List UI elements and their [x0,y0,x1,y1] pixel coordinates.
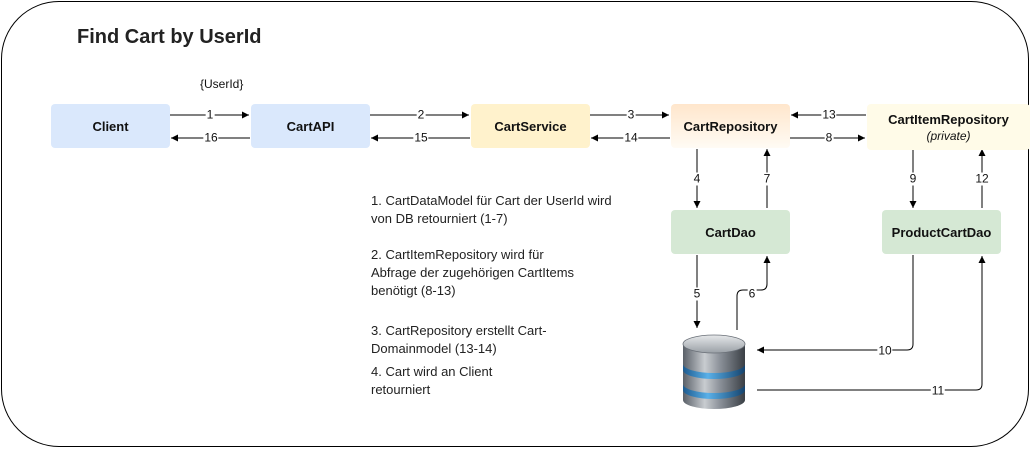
note-3: 3. CartRepository erstellt Cart-Domainmo… [371,323,547,356]
edge-label-6: 6 [747,286,757,301]
note-2: 2. CartItemRepository wird für Abfrage d… [371,247,575,298]
userid-param-label: {UserId} [200,77,244,91]
database-icon [682,334,746,409]
edge-label-5: 5 [692,286,702,301]
product-cart-dao-node: ProductCartDao [882,210,1001,254]
edge-label-11: 11 [930,383,946,398]
cart-dao-node: CartDao [671,210,790,254]
cart-item-repository-sub: (private) [926,128,971,143]
note-1: 1. CartDataModel für Cart der UserId wir… [371,193,612,226]
edge-label-2: 2 [416,107,426,122]
cart-item-repository-label: CartItemRepository [888,111,1009,127]
edge-10 [757,255,914,354]
edge-label-13: 13 [821,107,837,122]
edge-label-9: 9 [908,171,918,186]
edge-label-12: 12 [974,171,990,186]
edge-label-14: 14 [623,130,639,145]
edge-label-8: 8 [824,130,834,145]
cart-api-node: CartAPI [251,104,370,148]
cart-item-repository-node: CartItemRepository (private) [867,104,1030,150]
cart-repository-node: CartRepository [671,104,790,148]
note-4: 4. Cart wird an Client retourniert [371,364,493,397]
edge-label-15: 15 [413,130,429,145]
edge-label-7: 7 [762,171,772,186]
edge-11 [757,256,986,391]
edge-label-4: 4 [692,171,702,186]
diagram-title: Find Cart by UserId [77,26,262,48]
client-node: Client [51,104,170,148]
cart-service-node: CartService [471,104,590,148]
edge-label-16: 16 [203,130,219,145]
edge-label-1: 1 [205,107,215,122]
edge-label-10: 10 [877,343,893,358]
edge-label-3: 3 [626,107,636,122]
